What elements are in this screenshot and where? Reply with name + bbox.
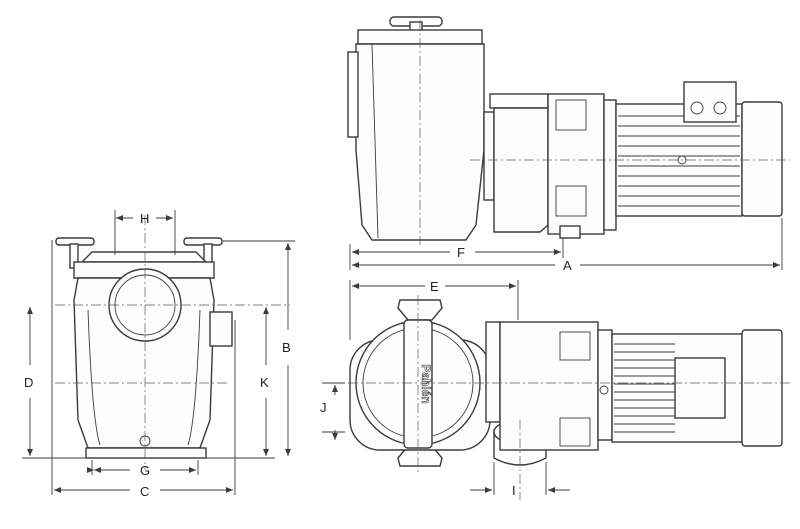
side-view (347, 16, 790, 270)
brand-logo: Pahlén (419, 364, 433, 403)
label-h: H (140, 211, 149, 226)
label-c: C (140, 484, 149, 499)
label-i: I (512, 483, 516, 498)
label-e: E (430, 279, 439, 294)
label-f: F (457, 245, 465, 260)
label-j: J (320, 400, 327, 415)
label-g: G (140, 463, 150, 478)
label-a: A (563, 258, 572, 273)
front-view (22, 210, 295, 495)
label-b: B (282, 340, 291, 355)
top-view: Pahlén (322, 280, 790, 500)
label-d: D (24, 375, 33, 390)
motor-fins (618, 115, 740, 207)
label-k: K (260, 375, 269, 390)
motor-fins-top (614, 343, 675, 433)
dimension-labels: H G C D K B F A E J I (24, 211, 572, 499)
